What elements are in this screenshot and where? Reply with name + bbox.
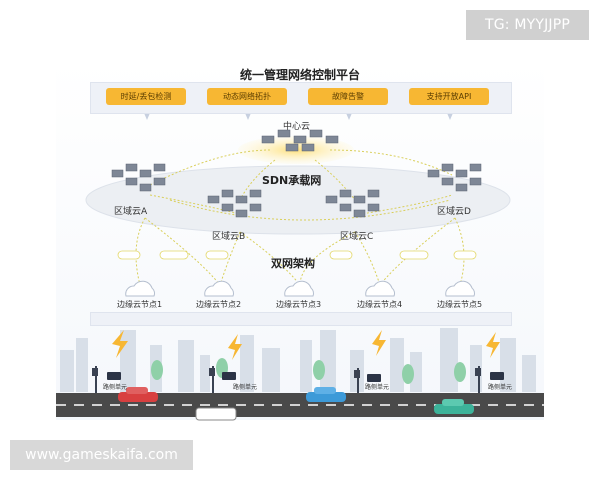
telegram-watermark: TG: MYYJJPP: [466, 10, 589, 40]
edge-node-1-label: 边缘云节点1: [117, 300, 163, 309]
roadside-unit-label-4: 路侧单元: [488, 384, 513, 391]
function-open-api: 支持开放API: [409, 88, 489, 105]
edge-node-5-label: 边缘云节点5: [437, 300, 483, 309]
edge-cloud-icons: [125, 280, 475, 297]
vehicles: [118, 387, 474, 421]
region-d-label: 区域云D: [437, 207, 471, 217]
dual-network-label: 双网架构: [271, 257, 315, 270]
function-latency-loss: 时延/丢包检测: [106, 88, 186, 105]
sdn-ring: [85, 165, 511, 235]
site-watermark: www.gameskaifa.com: [10, 440, 193, 470]
function-dynamic-topology: 动态网络拓扑: [207, 88, 287, 105]
edge-node-2-label: 边缘云节点2: [196, 300, 242, 309]
function-fault-alarm: 故障告警: [308, 88, 388, 105]
city-skyline: [60, 328, 536, 392]
roadside-unit-label-3: 路侧单元: [365, 384, 390, 391]
platform-arrows: [144, 113, 453, 120]
center-cloud-label: 中心云: [283, 122, 311, 132]
roadside-unit-label-2: 路侧单元: [233, 384, 258, 391]
edge-node-3-label: 边缘云节点3: [276, 300, 322, 309]
edge-links: [135, 217, 465, 286]
region-a-label: 区域云A: [114, 207, 148, 217]
region-c-label: 区域云C: [340, 232, 374, 242]
edge-node-4-label: 边缘云节点4: [357, 300, 403, 309]
platform-title: 统一管理网络控制平台: [239, 68, 360, 82]
roadside-unit-label-1: 路侧单元: [103, 384, 128, 391]
edge-band: [90, 312, 512, 326]
sdn-label: SDN承载网: [262, 174, 322, 187]
region-b-label: 区域云B: [212, 232, 246, 242]
server-clusters: [111, 129, 482, 218]
roadside-poles: [92, 366, 504, 394]
link-tags: [117, 250, 477, 260]
signal-lightning: [112, 330, 500, 360]
